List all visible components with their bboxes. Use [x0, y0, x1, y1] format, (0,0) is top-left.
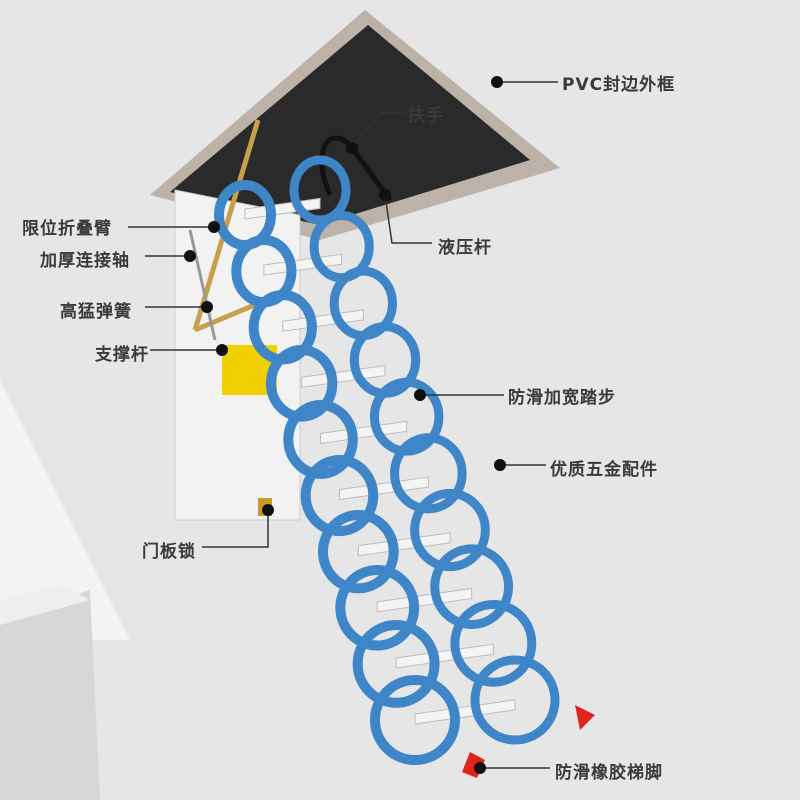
leader-dot: [262, 504, 274, 516]
leader-dot: [474, 762, 486, 774]
ladder-step: [357, 532, 451, 557]
ladder-step: [376, 587, 473, 613]
leader-dot: [379, 189, 391, 201]
ladder-step: [414, 699, 516, 725]
hatch-opening: [170, 25, 530, 225]
ladder-link-right: [430, 544, 514, 629]
leader-lines: [128, 76, 558, 774]
label-quality-hardware: 优质五金配件: [550, 460, 658, 480]
leader-dot: [414, 389, 426, 401]
ladder-link-left: [370, 675, 460, 765]
rubber-foot: [575, 705, 595, 730]
label-strong-spring: 高猛弹簧: [60, 302, 132, 322]
ladder-step: [282, 309, 364, 332]
ladder-step: [263, 253, 343, 276]
label-handrail: 扶手: [408, 106, 444, 126]
ladder-link-left: [318, 510, 399, 594]
label-pvc-frame: PVC封边外框: [562, 75, 676, 95]
spring: [188, 229, 217, 341]
label-antislip-rubber-foot: 防滑橡胶梯脚: [555, 763, 663, 783]
ladder-step: [395, 643, 494, 669]
ladder-link-right: [390, 433, 467, 514]
leader-line: [202, 510, 269, 548]
ladder-step: [301, 365, 386, 388]
ladder-link-left: [300, 455, 379, 537]
ladder: [214, 155, 595, 778]
leader-dot: [184, 250, 196, 262]
leader-dot: [216, 344, 228, 356]
ladder-step: [338, 476, 429, 501]
label-hydraulic-rod: 液压杆: [438, 238, 492, 258]
ladder-link-right: [470, 655, 560, 745]
leader-dot: [494, 459, 506, 471]
floor-box-top: [0, 585, 90, 625]
ladder-step: [320, 420, 408, 445]
label-antislip-wide-step: 防滑加宽踏步: [508, 388, 616, 408]
leader-line: [351, 112, 404, 149]
ladder-link-left: [335, 565, 420, 651]
leader-dot: [208, 221, 220, 233]
label-door-panel-lock: 门板锁: [142, 542, 196, 562]
label-limit-folding-arm: 限位折叠臂: [22, 219, 112, 239]
ladder-link-right: [289, 155, 351, 225]
leader-line: [384, 194, 432, 244]
floor-box: [0, 590, 100, 800]
ladder-link-right: [410, 488, 490, 572]
leader-dot: [346, 142, 358, 154]
ladder-link-left: [283, 400, 358, 479]
wall-slope: [0, 380, 130, 640]
ladder-link-left: [352, 620, 440, 708]
ladder-link-right: [450, 599, 537, 687]
label-support-rod: 支撑杆: [95, 345, 149, 365]
leader-dot: [201, 301, 213, 313]
leader-dot: [491, 76, 503, 88]
label-thick-connecting-shaft: 加厚连接轴: [40, 251, 130, 271]
